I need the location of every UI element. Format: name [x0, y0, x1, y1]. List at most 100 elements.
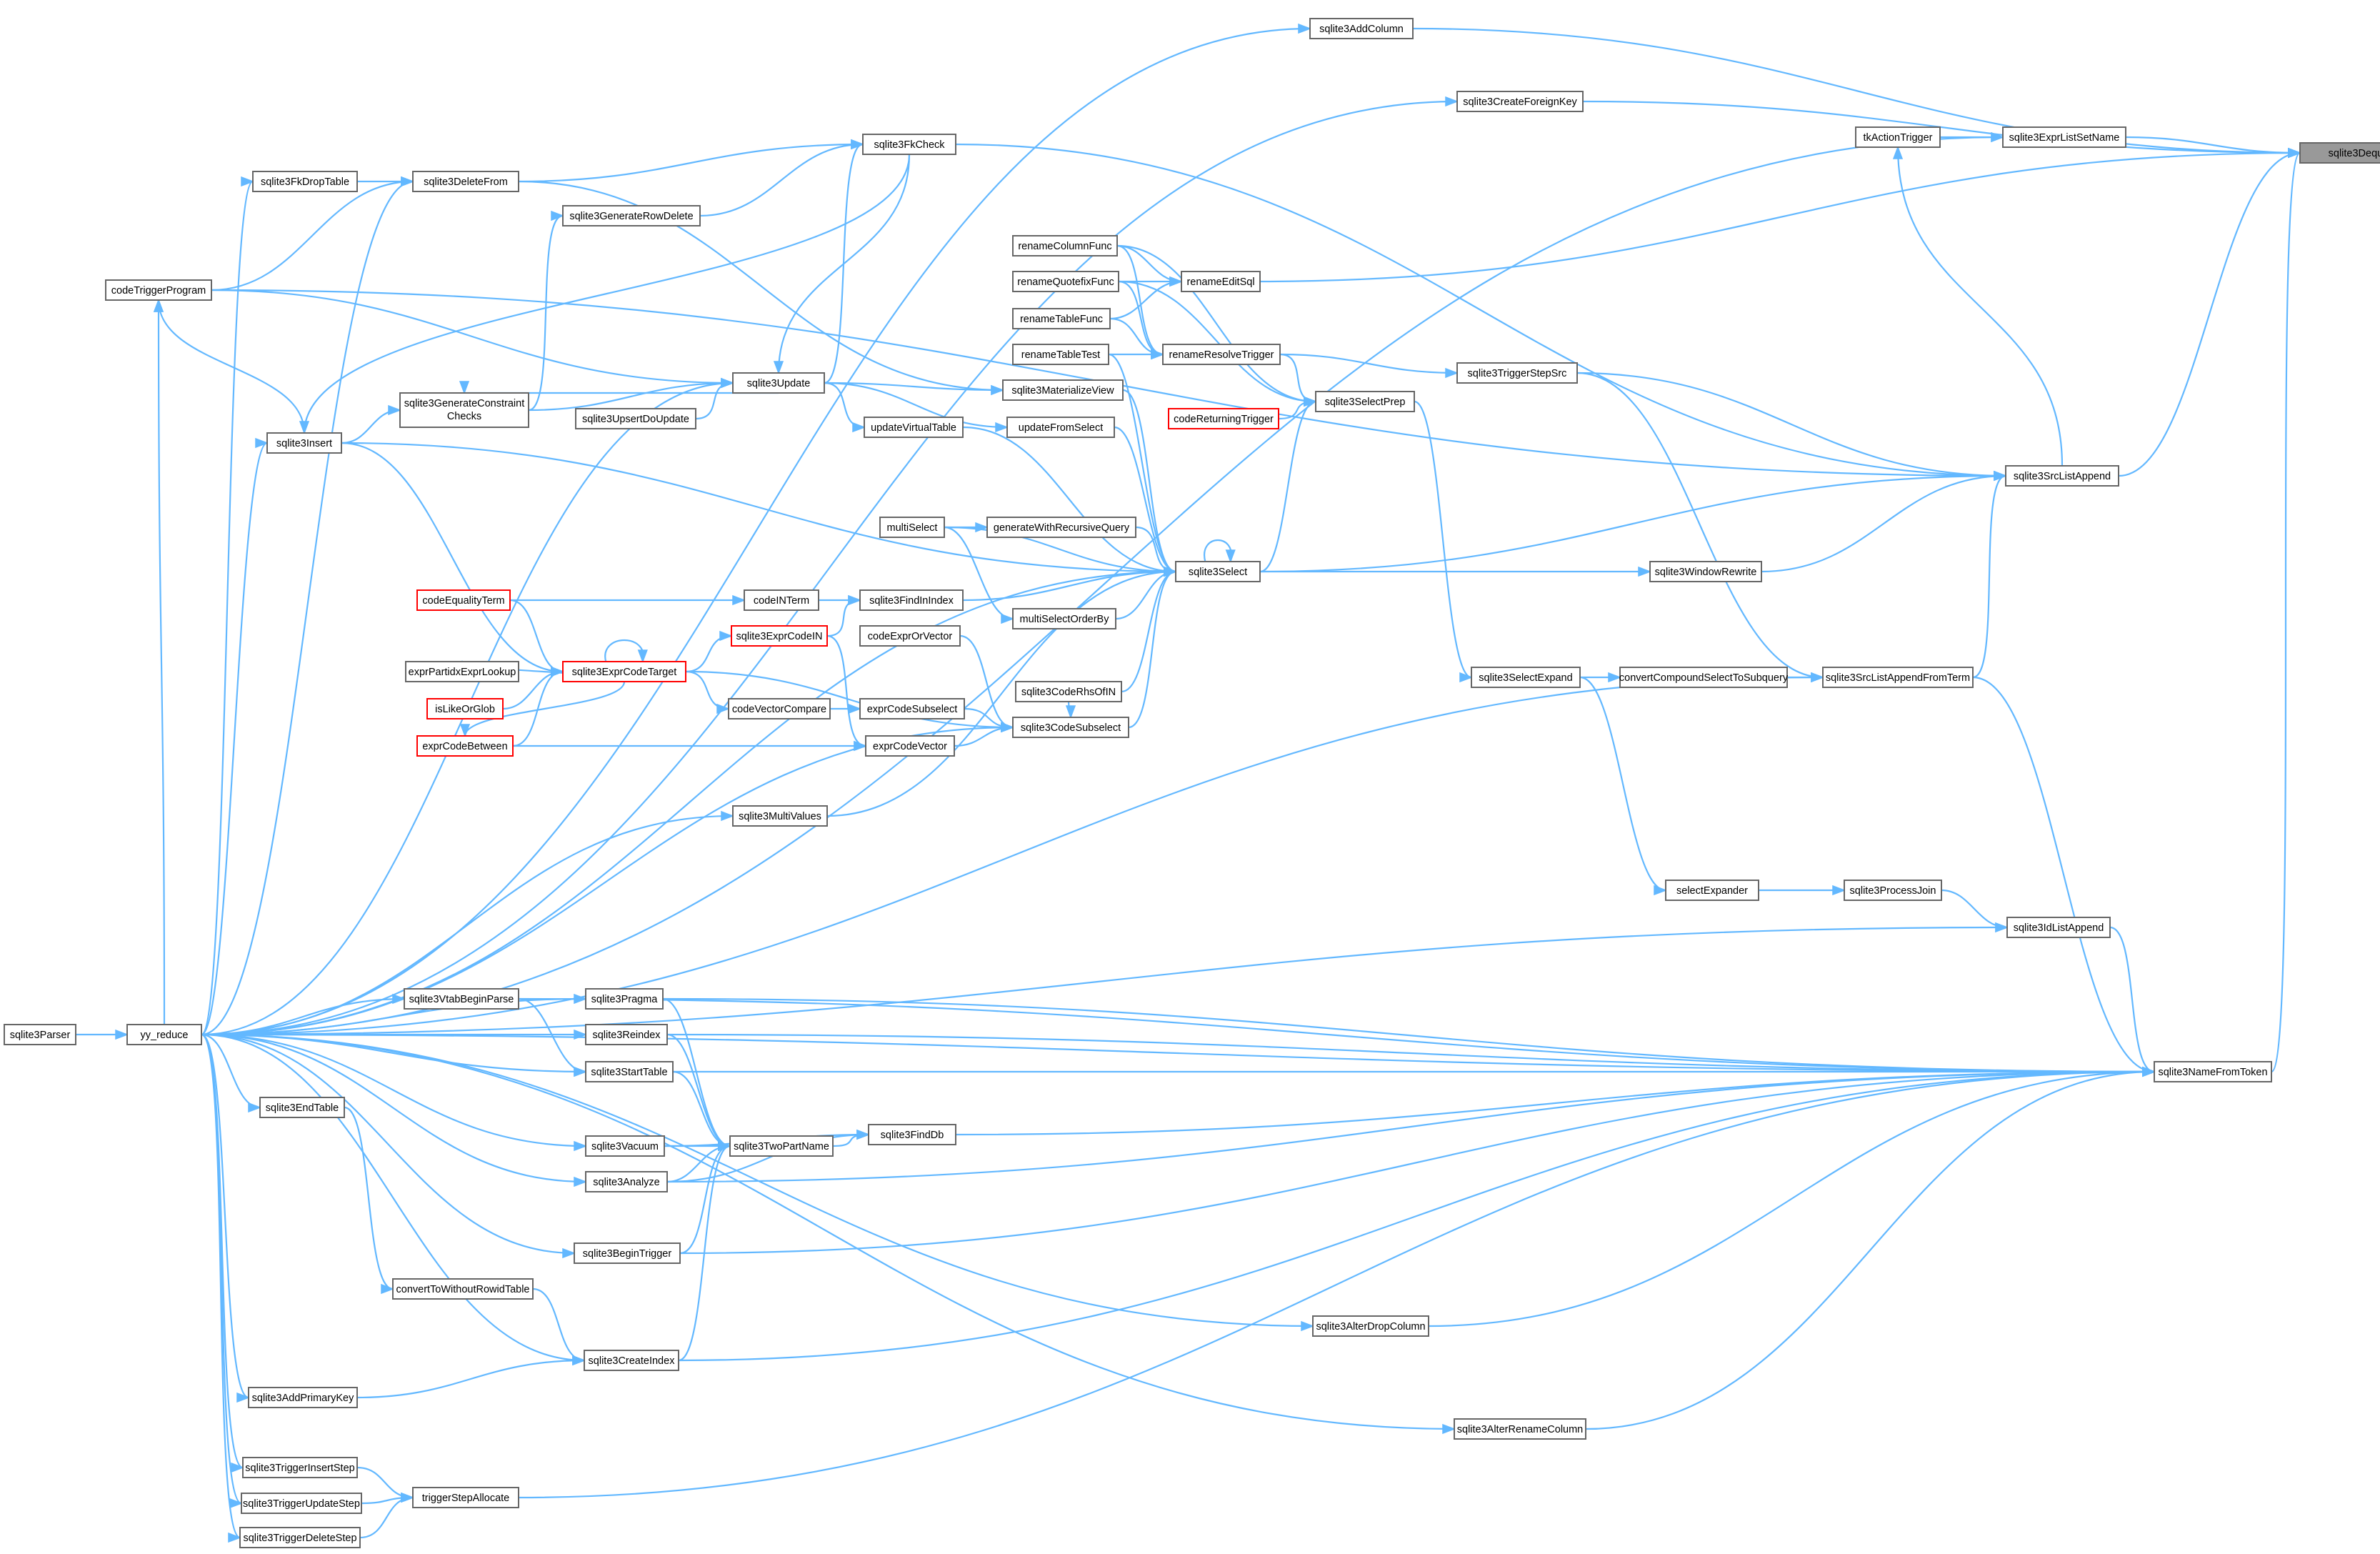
node-alterrenamecolumn[interactable]: sqlite3AlterRenameColumn [1454, 1418, 1586, 1440]
node-namefromtoken[interactable]: sqlite3NameFromToken [2154, 1061, 2272, 1082]
node-endtable[interactable]: sqlite3EndTable [259, 1097, 345, 1118]
node-genwithrecursive[interactable]: generateWithRecursiveQuery [986, 517, 1136, 538]
node-begintrigger[interactable]: sqlite3BeginTrigger [574, 1242, 681, 1264]
node-box[interactable] [1012, 235, 1118, 256]
node-box[interactable] [392, 1278, 534, 1300]
node-box[interactable] [732, 372, 825, 394]
node-box[interactable] [1015, 681, 1122, 702]
node-box[interactable] [1619, 667, 1788, 688]
node-box[interactable] [1822, 667, 1974, 688]
node-box[interactable] [1312, 1315, 1429, 1337]
node-fkdroptable[interactable]: sqlite3FkDropTable [252, 171, 358, 192]
node-box[interactable] [1012, 608, 1116, 629]
node-box[interactable] [4, 1024, 76, 1045]
node-codesubselect[interactable]: sqlite3CodeSubselect [1012, 717, 1129, 738]
node-exprlistsetname[interactable]: sqlite3ExprListSetName [2002, 126, 2126, 148]
node-box[interactable] [412, 171, 519, 192]
node-box[interactable] [1012, 271, 1119, 292]
node-alterdropcolumn[interactable]: sqlite3AlterDropColumn [1312, 1315, 1429, 1337]
node-trigstepsrc[interactable]: sqlite3TriggerStepSrc [1456, 362, 1578, 384]
node-islikeorglob[interactable]: isLikeOrGlob [426, 698, 504, 719]
node-box[interactable] [426, 698, 504, 719]
node-update[interactable]: sqlite3Update [732, 372, 825, 394]
node-box[interactable] [2299, 142, 2380, 164]
node-box[interactable] [2006, 917, 2111, 938]
node-box[interactable] [562, 205, 701, 226]
node-trigstepallocate[interactable]: triggerStepAllocate [412, 1487, 519, 1508]
node-updatevirtual[interactable]: updateVirtualTable [864, 417, 964, 438]
node-box[interactable] [862, 134, 956, 155]
node-twopartname[interactable]: sqlite3TwoPartName [729, 1135, 834, 1157]
node-exprcodevector[interactable]: exprCodeVector [865, 735, 955, 757]
node-selectexpand[interactable]: sqlite3SelectExpand [1471, 667, 1581, 688]
node-exprcodesubselect[interactable]: exprCodeSubselect [859, 698, 965, 719]
node-codeexprorvector[interactable]: codeExprOrVector [859, 625, 961, 647]
node-codereturning[interactable]: codeReturningTrigger [1168, 408, 1279, 429]
node-idlistappend[interactable]: sqlite3IdListAppend [2006, 917, 2111, 938]
node-box[interactable] [1456, 91, 1584, 112]
node-box[interactable] [585, 1024, 668, 1045]
node-selectexpander[interactable]: selectExpander [1665, 880, 1759, 901]
node-genrowdelete[interactable]: sqlite3GenerateRowDelete [562, 205, 701, 226]
node-renameresolvetrig[interactable]: renameResolveTrigger [1162, 344, 1281, 365]
node-updatefromselect[interactable]: updateFromSelect [1006, 417, 1115, 438]
node-box[interactable] [259, 1097, 345, 1118]
node-exprpartidx[interactable]: exprPartidxExprLookup [405, 661, 519, 682]
node-selectprep[interactable]: sqlite3SelectPrep [1315, 391, 1415, 412]
node-box[interactable] [1456, 362, 1578, 384]
node-box[interactable] [2005, 465, 2119, 487]
node-codevectorcompare[interactable]: codeVectorCompare [728, 698, 831, 719]
node-box[interactable] [2002, 126, 2126, 148]
node-vtabbeginparse[interactable]: sqlite3VtabBeginParse [404, 988, 519, 1010]
node-multiselectorderby[interactable]: multiSelectOrderBy [1012, 608, 1116, 629]
node-box[interactable] [729, 1135, 834, 1157]
node-box[interactable] [1162, 344, 1281, 365]
node-findinindex[interactable]: sqlite3FindInIndex [859, 589, 964, 611]
node-convcompound[interactable]: convertCompoundSelectToSubquery [1619, 667, 1789, 688]
node-renametabletest[interactable]: renameTableTest [1012, 344, 1109, 365]
node-box[interactable] [248, 1387, 358, 1408]
node-box[interactable] [731, 625, 828, 647]
node-box[interactable] [1471, 667, 1581, 688]
node-yyreduce[interactable]: yy_reduce [126, 1024, 202, 1045]
node-fkcheck[interactable]: sqlite3FkCheck [862, 134, 956, 155]
node-exprcodetarget[interactable]: sqlite3ExprCodeTarget [562, 661, 686, 682]
node-box[interactable] [986, 517, 1136, 538]
node-box[interactable] [562, 661, 686, 682]
node-coderhsofin[interactable]: sqlite3CodeRhsOfIN [1015, 681, 1122, 702]
node-codeinterm[interactable]: codeINTerm [744, 589, 819, 611]
node-box[interactable] [1309, 18, 1414, 39]
node-box[interactable] [585, 1135, 665, 1157]
node-box[interactable] [584, 1350, 679, 1371]
node-box[interactable] [879, 517, 945, 538]
node-box[interactable] [1665, 880, 1759, 901]
node-codeeqterm[interactable]: codeEqualityTerm [416, 589, 511, 611]
node-trigupdatestep[interactable]: sqlite3TriggerUpdateStep [241, 1493, 362, 1514]
node-multiselect[interactable]: multiSelect [879, 517, 945, 538]
node-renameeditsql[interactable]: renameEditSql [1181, 271, 1261, 292]
node-box[interactable] [575, 408, 696, 429]
node-box[interactable] [1181, 271, 1261, 292]
node-box[interactable] [412, 1487, 519, 1508]
node-renamecolfunc[interactable]: renameColumnFunc [1012, 235, 1118, 256]
node-box[interactable] [252, 171, 358, 192]
node-box[interactable] [241, 1493, 362, 1514]
node-box[interactable] [399, 392, 529, 428]
node-dequote[interactable]: sqlite3Dequote [2299, 142, 2380, 164]
node-box[interactable] [585, 1061, 674, 1082]
node-reindex[interactable]: sqlite3Reindex [585, 1024, 668, 1045]
node-box[interactable] [1006, 417, 1115, 438]
node-box[interactable] [1012, 308, 1111, 329]
node-parser[interactable]: sqlite3Parser [4, 1024, 76, 1045]
node-box[interactable] [728, 698, 831, 719]
node-box[interactable] [859, 698, 965, 719]
node-starttable[interactable]: sqlite3StartTable [585, 1061, 674, 1082]
node-multivalues[interactable]: sqlite3MultiValues [732, 805, 828, 827]
node-upsertdoupdate[interactable]: sqlite3UpsertDoUpdate [575, 408, 696, 429]
node-finddb[interactable]: sqlite3FindDb [868, 1124, 956, 1145]
node-box[interactable] [405, 661, 519, 682]
node-box[interactable] [1454, 1418, 1586, 1440]
node-box[interactable] [1649, 561, 1762, 582]
node-box[interactable] [239, 1527, 361, 1548]
